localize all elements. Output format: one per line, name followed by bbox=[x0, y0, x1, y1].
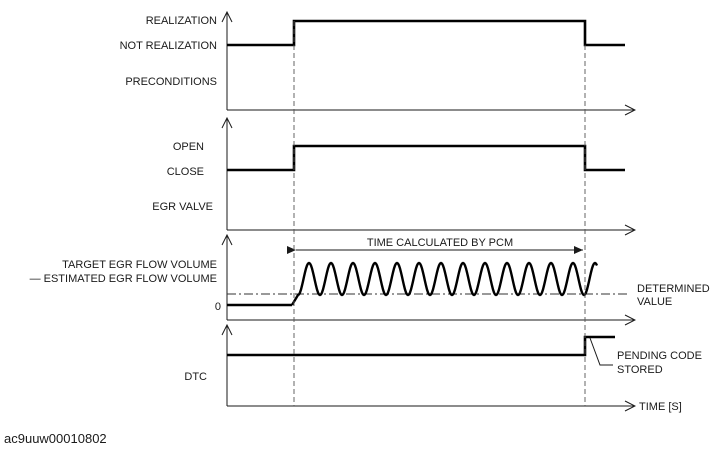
figure-id: ac9uuw00010802 bbox=[4, 431, 107, 446]
target-egr-flow-label: TARGET EGR FLOW VOLUME bbox=[62, 259, 217, 271]
egr-valve-signal bbox=[227, 144, 625, 172]
close-label: CLOSE bbox=[167, 166, 204, 178]
time-axis-label: TIME [S] bbox=[639, 401, 682, 413]
open-label: OPEN bbox=[173, 141, 204, 153]
egr-valve-label: EGR VALVE bbox=[152, 201, 213, 213]
preconditions-panel: REALIZATION NOT REALIZATION PRECONDITION… bbox=[120, 12, 635, 110]
estimated-egr-flow-label: — ESTIMATED EGR FLOW VOLUME bbox=[30, 273, 217, 285]
egr-valve-panel: OPEN CLOSE EGR VALVE bbox=[152, 118, 635, 230]
pending-code-leader bbox=[589, 337, 613, 366]
preconditions-label: PRECONDITIONS bbox=[125, 76, 217, 88]
zero-label: 0 bbox=[215, 301, 221, 313]
value-label: VALUE bbox=[637, 296, 672, 308]
not-realization-label: NOT REALIZATION bbox=[120, 40, 217, 52]
pending-code-label: PENDING CODE bbox=[617, 350, 702, 362]
determined-value-label: DETERMINED bbox=[637, 283, 710, 295]
dtc-signal bbox=[227, 335, 615, 357]
stored-label: STORED bbox=[617, 364, 663, 376]
flow-oscillation-signal bbox=[290, 261, 599, 306]
time-calculated-label: TIME CALCULATED BY PCM bbox=[367, 237, 513, 249]
realization-label: REALIZATION bbox=[146, 15, 217, 27]
dtc-panel: DTC PENDING CODE STORED TIME [S] bbox=[184, 325, 702, 413]
egr-flow-panel: TARGET EGR FLOW VOLUME — ESTIMATED EGR F… bbox=[30, 235, 710, 320]
dtc-label: DTC bbox=[184, 371, 207, 383]
preconditions-signal bbox=[227, 19, 625, 47]
